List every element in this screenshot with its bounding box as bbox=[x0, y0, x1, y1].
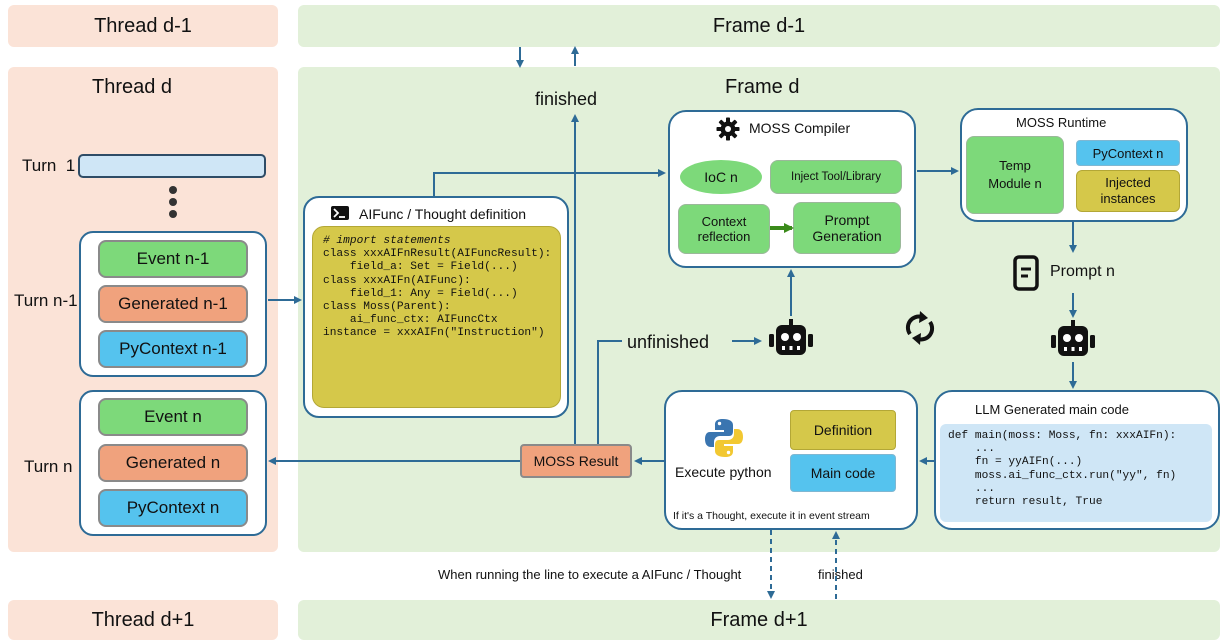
aifunc-code-line: field_a: Set = Field(...) bbox=[323, 261, 518, 274]
robot-icon bbox=[767, 319, 815, 359]
aifunc-code-line: class xxxAIFn(AIFunc): bbox=[323, 274, 471, 287]
context-reflection: Context reflection bbox=[678, 204, 770, 254]
llm-title: LLM Generated main code bbox=[975, 402, 1129, 417]
llm-code-line: ... bbox=[948, 443, 995, 456]
ioc-n: IoC n bbox=[680, 160, 762, 194]
inject-tool-library: Inject Tool/Library bbox=[770, 160, 902, 194]
llm-code-line: moss.ai_func_ctx.run("yy", fn) bbox=[948, 469, 1177, 482]
event-n1: Event n-1 bbox=[98, 240, 248, 278]
thread-next-band: Thread d+1 bbox=[8, 600, 278, 640]
frame-next-label: Frame d+1 bbox=[710, 608, 808, 631]
aifunc-code-line: # import statements bbox=[323, 235, 451, 247]
llm-code-panel: def main(moss: Moss, fn: xxxAIFn): ... f… bbox=[940, 424, 1212, 522]
aifunc-title: AIFunc / Thought definition bbox=[359, 206, 527, 222]
aifunc-code-line: class Moss(Parent): bbox=[323, 301, 451, 314]
arrow-unfinished-branch bbox=[597, 340, 622, 444]
thread-prev-label: Thread d-1 bbox=[94, 14, 192, 37]
llm-code-line: def main(moss: Moss, fn: xxxAIFn): bbox=[948, 430, 1177, 442]
runtime-title: MOSS Runtime bbox=[1016, 115, 1107, 130]
frame-prev-band: Frame d-1 bbox=[298, 5, 1220, 47]
thread-prev-band: Thread d-1 bbox=[8, 5, 278, 47]
refresh-icon bbox=[900, 310, 940, 346]
arrow-aifunc-to-compiler bbox=[433, 169, 666, 196]
execute-python-label: Execute python bbox=[675, 464, 772, 480]
event-n: Event n bbox=[98, 398, 248, 436]
document-icon bbox=[1013, 255, 1039, 291]
executor-note: If it's a Thought, execute it in event s… bbox=[673, 510, 870, 522]
llm-code-line: return result, True bbox=[948, 496, 1103, 509]
turn-1-label: Turn 1 bbox=[22, 156, 76, 175]
turn-n1-label: Turn n-1 bbox=[14, 291, 78, 310]
thread-current-label: Thread d bbox=[92, 76, 173, 98]
bottom-left-label: When running the line to execute a AIFun… bbox=[438, 567, 742, 582]
turn-n-label: Turn n bbox=[24, 457, 73, 476]
compiler-title: MOSS Compiler bbox=[749, 120, 851, 136]
terminal-icon bbox=[331, 206, 349, 220]
python-icon bbox=[703, 417, 745, 459]
pycontext-n-runtime: PyContext n bbox=[1076, 140, 1180, 166]
unfinished-label: unfinished bbox=[627, 332, 710, 352]
aifunc-code-line: instance = xxxAIFn("Instruction") bbox=[323, 327, 545, 340]
llm-code-line: ... bbox=[948, 482, 995, 495]
aifunc-code-panel: # import statements class xxxAIFnResult(… bbox=[312, 226, 561, 408]
generated-n1: Generated n-1 bbox=[98, 285, 248, 323]
temp-module-n: Temp Module n bbox=[966, 136, 1064, 214]
prompt-generation: Prompt Generation bbox=[793, 202, 901, 254]
prompt-n-label: Prompt n bbox=[1050, 263, 1115, 280]
thread-next-label: Thread d+1 bbox=[91, 608, 195, 631]
robot-icon bbox=[1049, 320, 1097, 360]
frame-current-label: Frame d bbox=[725, 76, 800, 98]
ellipsis-dots bbox=[168, 186, 178, 220]
generated-n: Generated n bbox=[98, 444, 248, 482]
injected-instances: Injected instances bbox=[1076, 170, 1180, 212]
moss-result: MOSS Result bbox=[520, 444, 632, 478]
aifunc-code-line: class xxxAIFnResult(AIFuncResult): bbox=[323, 248, 552, 261]
gear-icon bbox=[716, 117, 740, 141]
aifunc-code-line: ai_func_ctx: AIFuncCtx bbox=[323, 314, 498, 327]
aifunc-code-line: field_1: Any = Field(...) bbox=[323, 287, 518, 300]
pycontext-n1: PyContext n-1 bbox=[98, 330, 248, 368]
bottom-right-label: finished bbox=[818, 567, 863, 582]
pycontext-n: PyContext n bbox=[98, 489, 248, 527]
turn-1-bar bbox=[78, 154, 266, 178]
frame-next-band: Frame d+1 bbox=[298, 600, 1220, 640]
llm-code-line: fn = yyAIFn(...) bbox=[948, 456, 1083, 469]
frame-prev-label: Frame d-1 bbox=[712, 14, 806, 37]
main-code-block: Main code bbox=[790, 454, 896, 492]
definition-block: Definition bbox=[790, 410, 896, 450]
finished-top-label: finished bbox=[535, 89, 598, 109]
